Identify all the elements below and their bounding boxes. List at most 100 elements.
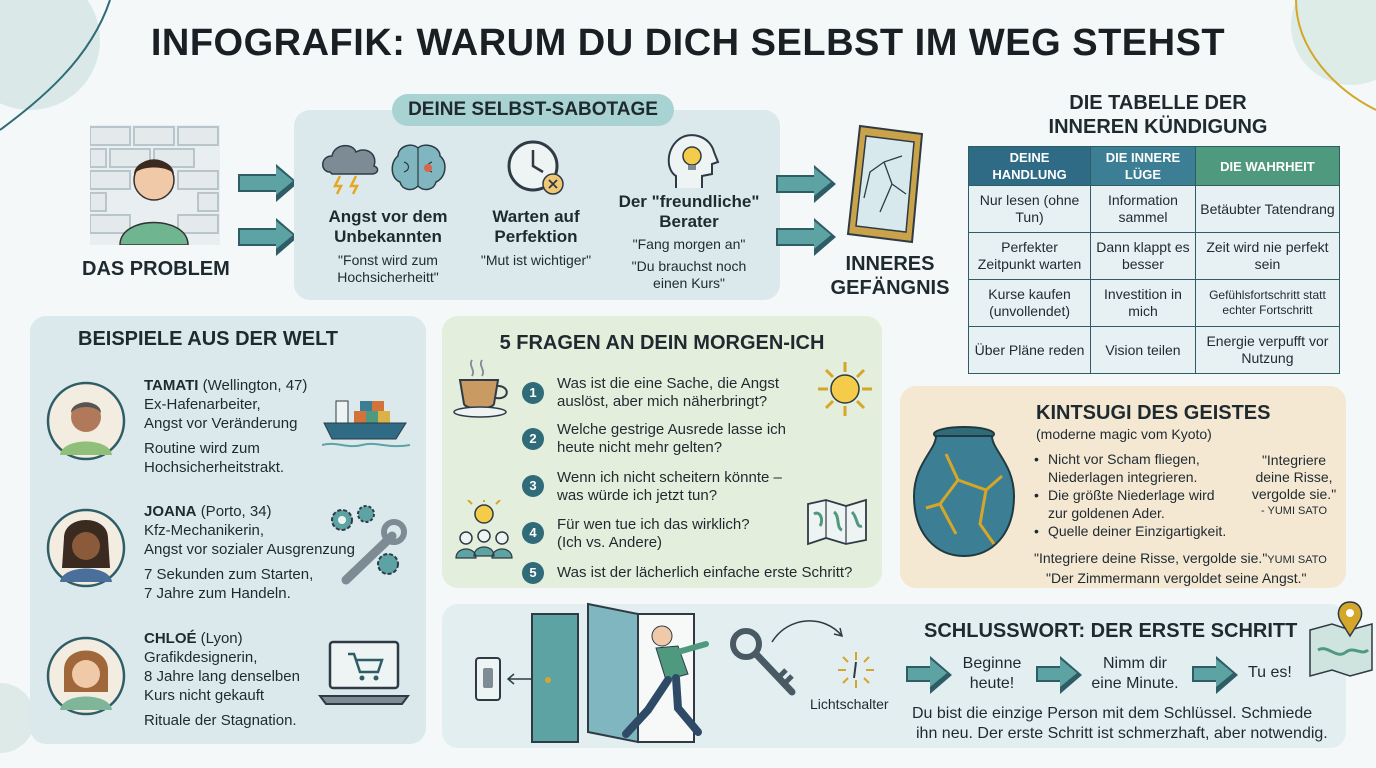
example-person-3: CHLOÉ (Lyon) Grafikdesignerin, 8 Jahre l… xyxy=(144,629,300,730)
table-cell: Zeit wird nie perfekt sein xyxy=(1194,232,1341,280)
table-cell: Über Pläne reden xyxy=(967,326,1092,374)
avatar-tamati xyxy=(46,381,126,461)
person-line: Hochsicherheitstrakt. xyxy=(144,459,285,476)
person-line: Routine wird zum xyxy=(144,440,260,457)
brain-icon xyxy=(391,144,446,191)
table-header-truth: DIE WAHRHEIT xyxy=(1194,146,1341,186)
table-cell: Energie verpufft vor Nutzung xyxy=(1194,326,1341,374)
arrow-problem-1 xyxy=(238,164,298,202)
person-meta: (Porto, 34) xyxy=(200,503,272,520)
table-cell: Information sammel xyxy=(1090,185,1196,233)
table-header-lie: DIE INNERE LÜGE xyxy=(1090,146,1196,186)
sabotage-item-2-quote: "Mut ist wichtiger" xyxy=(480,252,592,268)
table-cell: Betäubter Tatendrang xyxy=(1194,185,1341,233)
decor-top-right-blob xyxy=(1291,0,1376,111)
question-number: 3 xyxy=(522,475,544,497)
avatar-chloe xyxy=(46,636,126,716)
conclusion-heading: SCHLUSSWORT: DER ERSTE SCHRITT xyxy=(924,620,1298,642)
questions-heading: 5 FRAGEN AN DEIN MORGEN-ICH xyxy=(499,332,825,354)
decor-top-left-blob xyxy=(0,0,111,131)
storm-cloud-icon xyxy=(322,144,379,195)
question-number: 5 xyxy=(522,562,544,584)
example-person-2: JOANA (Porto, 34) Kfz-Mechanikerin, Angs… xyxy=(144,502,355,603)
step-arrow-3 xyxy=(1192,656,1238,694)
sabotage-item-3-quote2: "Du brauchst noch einen Kurs" xyxy=(631,258,747,291)
kintsugi-side-quote: "Integriere deine Risse, vergolde sie." … xyxy=(1251,452,1337,517)
person-name: JOANA xyxy=(144,503,197,520)
person-meta: (Lyon) xyxy=(200,630,243,647)
arrow-prison-1 xyxy=(776,165,836,203)
swoosh-arrow xyxy=(771,620,844,643)
kintsugi-heading: KINTSUGI DES GEISTES xyxy=(1036,402,1271,424)
person-meta: (Wellington, 47) xyxy=(202,377,308,394)
arrow-problem-2 xyxy=(238,218,298,256)
sabotage-heading: DEINE SELBST-SABOTAGE xyxy=(392,94,674,126)
person-line: Kurs nicht gekauft xyxy=(144,687,265,704)
table-row: Perfekter Zeitpunkt warten Dann klappt e… xyxy=(967,232,1341,280)
list-item: •Quelle deiner Einzigartigkeit. xyxy=(1034,523,1227,539)
key-icon xyxy=(730,628,796,696)
ship-icon xyxy=(322,400,411,448)
kintsugi-bullets: •Nicht vor Scham fliegen,Niederlagen int… xyxy=(1034,450,1226,540)
list-item: •Nicht vor Scham fliegen,Niederlagen int… xyxy=(1034,451,1200,485)
question-number: 4 xyxy=(522,522,544,544)
person-line: Angst vor sozialer Ausgrenzung xyxy=(144,541,355,558)
coffee-icon xyxy=(453,359,508,418)
person-line: Rituale der Stagnation. xyxy=(144,712,297,729)
person-line: 7 Jahre zum Handeln. xyxy=(144,585,291,602)
light-switch-icon xyxy=(475,657,501,701)
kintsugi-quote-2: "Der Zimmermann vergoldet seine Angst." xyxy=(1046,570,1307,586)
brick-wall-icon xyxy=(90,125,220,245)
example-person-1: TAMATI (Wellington, 47) Ex-Hafenarbeiter… xyxy=(144,376,307,477)
kintsugi-vase-icon xyxy=(912,426,1016,558)
table-cell: Investition in mich xyxy=(1090,279,1196,327)
problem-label: DAS PROBLEM xyxy=(82,258,230,280)
map-icon xyxy=(807,498,867,546)
person-name: CHLOÉ xyxy=(144,630,197,647)
arrow-prison-2 xyxy=(776,218,836,256)
switch-label: Lichtschalter xyxy=(810,696,889,712)
laptop-cart-icon xyxy=(318,640,410,705)
table-heading-line1: DIE TABELLE DER xyxy=(1069,92,1247,114)
avatar-joana xyxy=(46,508,126,588)
table-cell: Gefühlsfortschritt statt echter Fortschr… xyxy=(1194,279,1341,327)
table-row: Über Pläne reden Vision teilen Energie v… xyxy=(967,326,1341,374)
table-header-action: DEINE HANDLUNG xyxy=(967,146,1092,186)
sabotage-item-1-quote: "Fonst wird zum Hochsicherheitt" xyxy=(337,252,439,285)
table-cell: Dann klappt es besser xyxy=(1090,232,1196,280)
inner-resignation-table: DEINE HANDLUNG DIE INNERE LÜGE DIE WAHRH… xyxy=(967,146,1341,374)
table-heading-line2: INNEREN KÜNDIGUNG xyxy=(1048,116,1268,138)
team-idea-icon xyxy=(455,500,513,559)
table-row: Kurse kaufen (unvollendet) Investition i… xyxy=(967,279,1341,327)
step-arrow-1 xyxy=(906,656,952,694)
table-cell: Perfekter Zeitpunkt warten xyxy=(967,232,1092,280)
table-cell: Kurse kaufen (unvollendet) xyxy=(967,279,1092,327)
question-text-4: Für wen tue ich das wirklich?(Ich vs. An… xyxy=(557,516,750,551)
table-cell: Vision teilen xyxy=(1090,326,1196,374)
conclusion-footer: Du bist die einzige Person mit dem Schlü… xyxy=(912,705,1328,742)
person-line: 7 Sekunden zum Starten, xyxy=(144,566,314,583)
prison-label: INNERES GEFÄNGNIS xyxy=(830,253,950,299)
broken-mirror-icon xyxy=(846,124,924,244)
kintsugi-quote-1: "Integriere deine Risse, vergolde sie."Y… xyxy=(1034,550,1327,566)
person-line: Angst vor Veränderung xyxy=(144,415,298,432)
person-line: Kfz-Mechanikerin, xyxy=(144,522,265,539)
sabotage-item-2-title: Warten auf Perfektion xyxy=(492,207,580,246)
person-line: Grafikdesignerin, xyxy=(144,649,258,666)
person-line: Ex-Hafenarbeiter, xyxy=(144,396,261,413)
door-runner-icon xyxy=(531,602,709,744)
gears-wrench-icon xyxy=(331,505,407,585)
question-number: 1 xyxy=(522,382,544,404)
location-map-icon xyxy=(1309,601,1373,677)
examples-heading: BEISPIELE AUS DER WELT xyxy=(78,328,339,350)
person-line: 8 Jahre lang denselben xyxy=(144,668,300,685)
table-row: Nur lesen (ohne Tun) Information sammel … xyxy=(967,185,1341,233)
question-text-5: Was ist der lächerlich einfache erste Sc… xyxy=(557,564,853,581)
page-title: INFOGRAFIK: WARUM DU DICH SELBST IM WEG … xyxy=(150,22,1226,64)
lightbulb-head-icon xyxy=(667,134,720,188)
